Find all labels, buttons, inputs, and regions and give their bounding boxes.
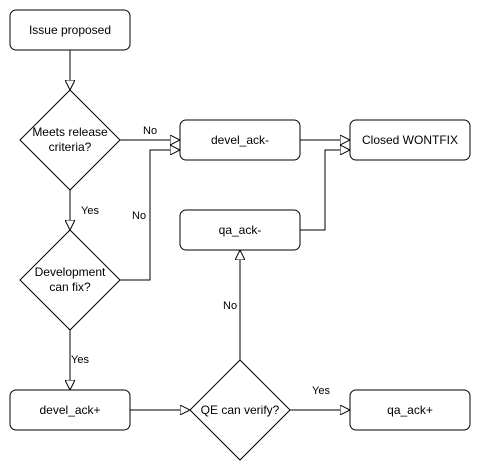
edge-label-verify-no: No bbox=[223, 300, 237, 312]
node-label-closed-wontfix: Closed WONTFIX bbox=[362, 133, 458, 147]
node-meets-release-criteria: Meets release criteria? bbox=[19, 89, 121, 191]
edge-label-criteria-no: No bbox=[143, 125, 157, 137]
node-label-qa-ack-plus: qa_ack+ bbox=[387, 403, 433, 417]
node-label-issue-proposed: Issue proposed bbox=[29, 23, 111, 37]
node-qa-ack-minus: qa_ack- bbox=[179, 209, 301, 251]
node-development-can-fix: Development can fix? bbox=[19, 229, 121, 331]
node-devel-ack-minus: devel_ack- bbox=[179, 119, 301, 161]
node-label-qa-ack-minus: qa_ack- bbox=[219, 223, 262, 237]
node-label-devel-ack-plus: devel_ack+ bbox=[39, 403, 100, 417]
node-label-meets-release-line1: Meets release bbox=[32, 125, 108, 139]
node-issue-proposed: Issue proposed bbox=[9, 9, 131, 51]
node-devel-ack-plus: devel_ack+ bbox=[9, 389, 131, 431]
edge-qa-ack-minus-to-wontfix bbox=[300, 150, 350, 231]
node-label-development-line1: Development bbox=[35, 265, 106, 279]
edge-label-verify-yes: Yes bbox=[312, 385, 330, 397]
node-label-development-line2: can fix? bbox=[49, 280, 91, 294]
edge-label-criteria-yes: Yes bbox=[81, 205, 99, 217]
node-closed-wontfix: Closed WONTFIX bbox=[349, 119, 471, 161]
node-qe-can-verify: QE can verify? bbox=[189, 359, 291, 461]
node-label-meets-release-line2: criteria? bbox=[49, 140, 92, 154]
node-label-qe-can-verify: QE can verify? bbox=[201, 403, 280, 417]
node-qa-ack-plus: qa_ack+ bbox=[349, 389, 471, 431]
edge-label-fix-yes: Yes bbox=[71, 354, 89, 366]
node-label-devel-ack-minus: devel_ack- bbox=[211, 133, 269, 147]
edge-label-fix-no: No bbox=[132, 210, 146, 222]
edge-fix-no-to-devel-ack-minus bbox=[120, 150, 180, 281]
